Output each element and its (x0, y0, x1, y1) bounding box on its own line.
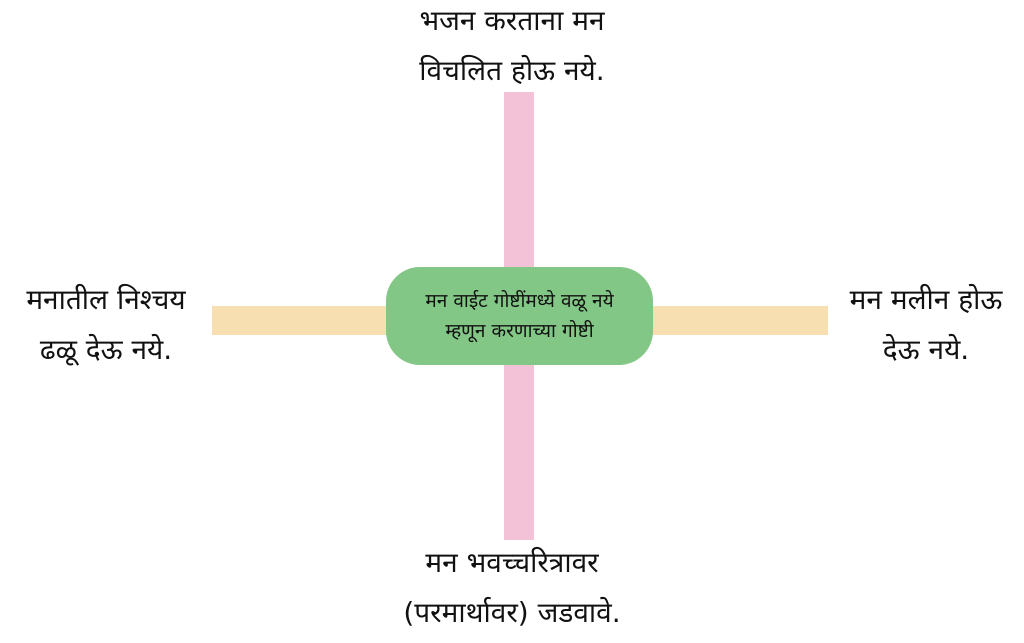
left-line-2: ढळू देऊ नये. (39, 333, 173, 366)
bottom-label: मन भवच्चरित्रावर (परमार्थावर) जडवावे. (312, 538, 712, 638)
top-line-2: विचलित होऊ नये. (419, 54, 605, 87)
right-line-2: देऊ नये. (882, 333, 970, 366)
bottom-line-2: (परमार्थावर) जडवावे. (403, 596, 621, 629)
center-node: मन वाईट गोष्टींमध्ये वळू नये म्हणून करणा… (386, 267, 653, 365)
right-label: मन मलीन होऊ देऊ नये. (828, 275, 1024, 375)
center-line-1: मन वाईट गोष्टींमध्ये वळू नये (425, 290, 614, 312)
bottom-line-1: मन भवच्चरित्रावर (425, 546, 599, 579)
top-line-1: भजन करताना मन (419, 4, 605, 37)
left-line-1: मनातील निश्चय (26, 283, 186, 316)
right-line-1: मन मलीन होऊ (849, 283, 1003, 316)
center-line-2: म्हणून करणाच्या गोष्टी (445, 320, 594, 342)
left-label: मनातील निश्चय ढळू देऊ नये. (0, 275, 212, 375)
top-label: भजन करताना मन विचलित होऊ नये. (312, 0, 712, 96)
